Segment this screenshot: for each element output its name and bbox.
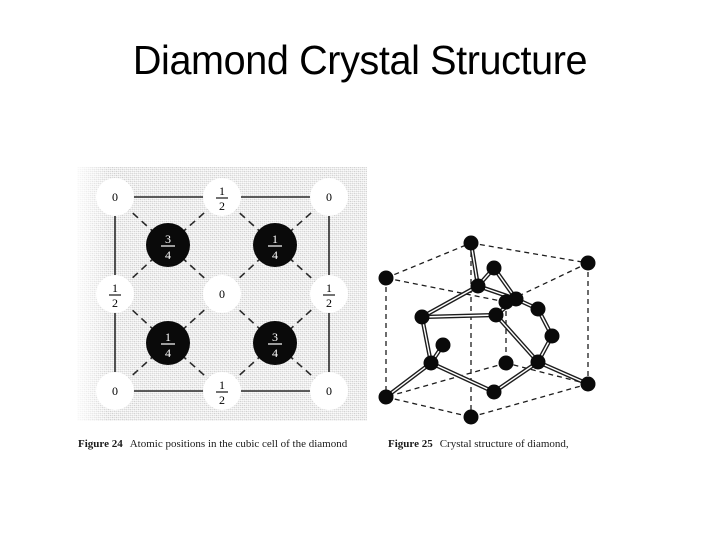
svg-text:1: 1 xyxy=(165,330,171,344)
atom-open: 0 xyxy=(96,178,134,216)
svg-text:0: 0 xyxy=(112,384,118,398)
page-title: Diamond Crystal Structure xyxy=(132,37,588,83)
svg-text:1: 1 xyxy=(219,184,225,198)
svg-text:3: 3 xyxy=(272,330,278,344)
svg-text:3: 3 xyxy=(165,232,171,246)
atom-open: 1 2 xyxy=(96,275,134,313)
atom-open: 0 xyxy=(96,372,134,410)
figure-25-image xyxy=(366,232,620,428)
figure-24-image: 0 1 2 0 1 2 0 xyxy=(77,167,367,421)
svg-text:0: 0 xyxy=(112,190,118,204)
atom-filled: 3 4 xyxy=(146,223,190,267)
svg-text:4: 4 xyxy=(165,248,171,262)
atom-open: 0 xyxy=(203,275,241,313)
svg-text:1: 1 xyxy=(219,378,225,392)
svg-text:1: 1 xyxy=(112,281,118,295)
figure-25-caption-label: Figure 25 xyxy=(388,438,433,450)
svg-text:1: 1 xyxy=(326,281,332,295)
atom-filled: 1 4 xyxy=(146,321,190,365)
atom-open: 0 xyxy=(310,178,348,216)
figure-25-caption: Figure 25 Crystal structure of diamond, xyxy=(388,437,569,451)
svg-text:0: 0 xyxy=(326,384,332,398)
figure-24-diagram: 0 1 2 0 1 2 0 xyxy=(96,178,348,410)
figure-24-caption: Figure 24 Atomic positions in the cubic c… xyxy=(78,437,347,451)
atom-open: 0 xyxy=(310,372,348,410)
svg-text:2: 2 xyxy=(219,393,225,407)
atom-interior xyxy=(414,260,560,400)
figure-24-caption-label: Figure 24 xyxy=(78,438,123,450)
atom-corner xyxy=(378,235,596,425)
figure-25-caption-text: Crystal structure of diamond, xyxy=(439,438,569,450)
figure-24-caption-text: Atomic positions in the cubic cell of th… xyxy=(129,438,348,450)
atom-filled: 1 4 xyxy=(253,223,297,267)
figure-25-diagram xyxy=(378,235,596,425)
svg-text:4: 4 xyxy=(272,346,278,360)
svg-text:2: 2 xyxy=(219,199,225,213)
svg-text:2: 2 xyxy=(112,296,118,310)
svg-text:4: 4 xyxy=(272,248,278,262)
atom-open: 1 2 xyxy=(203,178,241,216)
svg-text:4: 4 xyxy=(165,346,171,360)
svg-text:2: 2 xyxy=(326,296,332,310)
atom-filled: 3 4 xyxy=(253,321,297,365)
svg-text:0: 0 xyxy=(219,287,225,301)
atom-open: 1 2 xyxy=(203,372,241,410)
svg-text:1: 1 xyxy=(272,232,278,246)
svg-text:0: 0 xyxy=(326,190,332,204)
atom-open: 1 2 xyxy=(310,275,348,313)
